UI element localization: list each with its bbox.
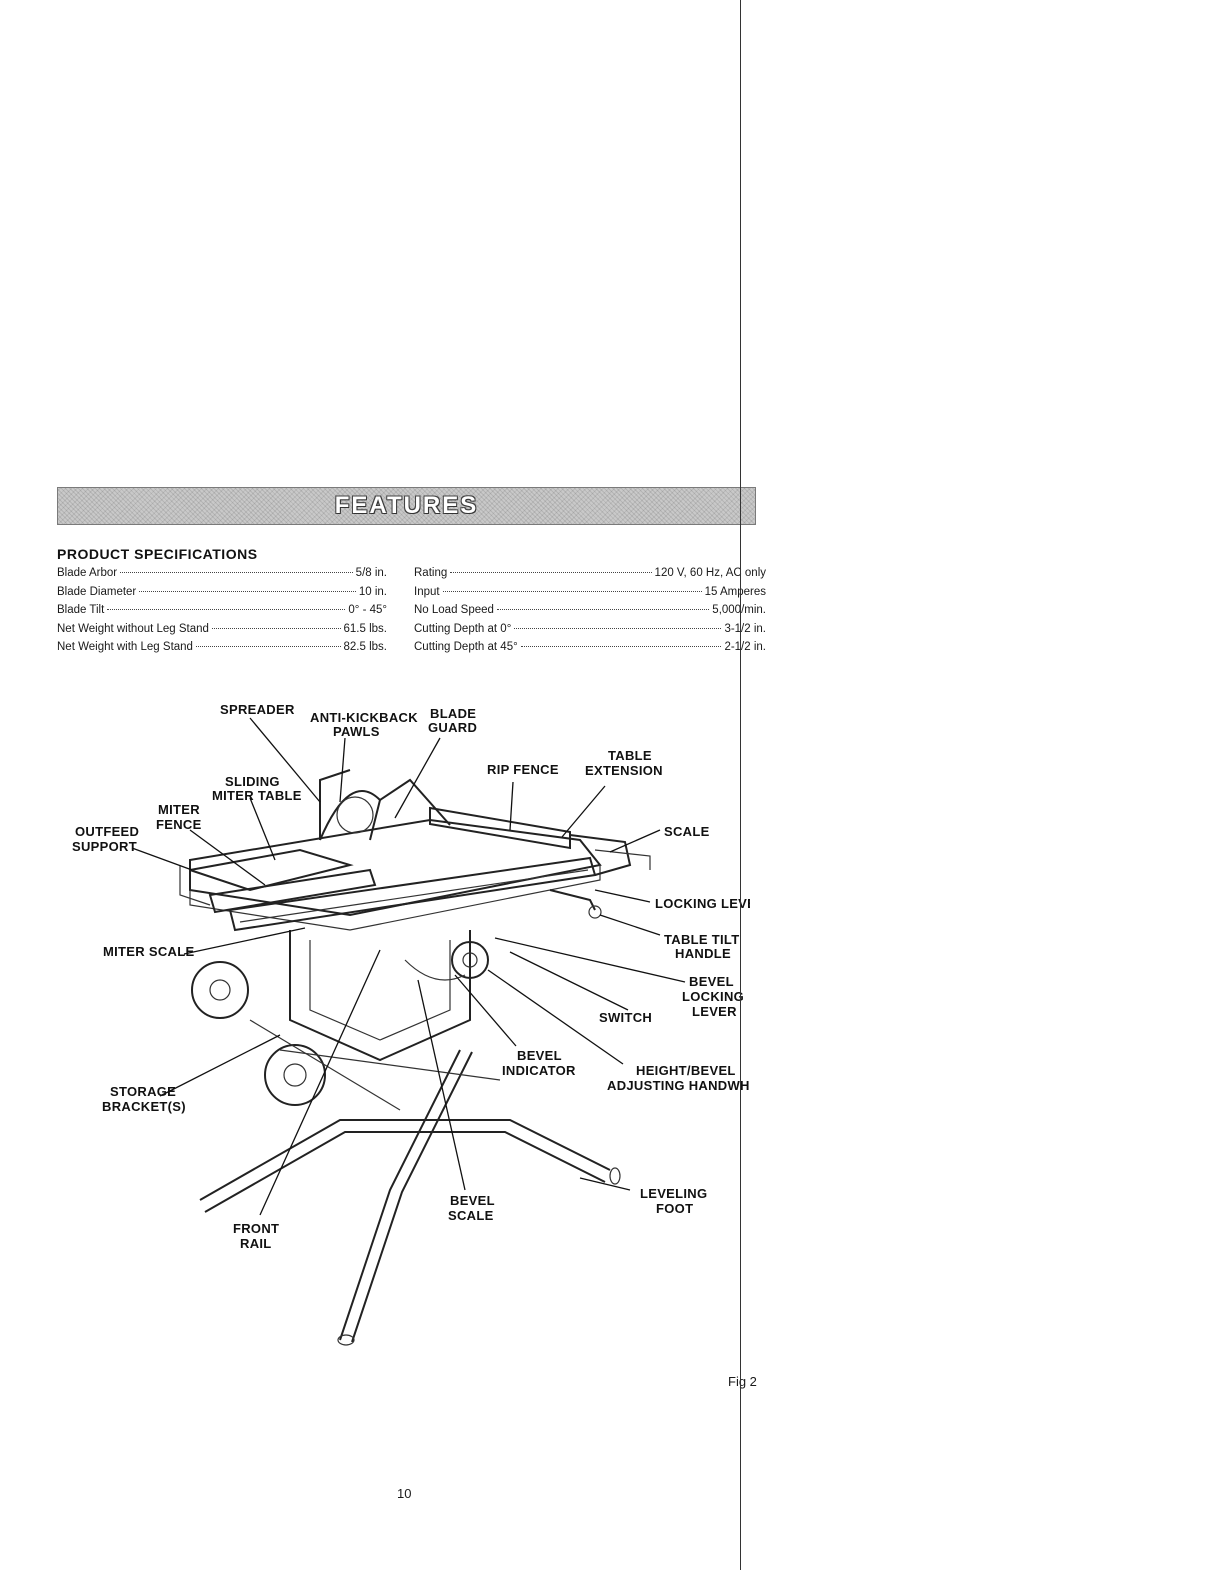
table-saw-diagram: SPREADER ANTI-KICKBACK PAWLS BLADE GUARD… [72, 702, 750, 1346]
svg-text:GUARD: GUARD [428, 720, 477, 735]
label-table-tilt-handle: TABLE TILT [664, 932, 739, 947]
label-bevel-locking-lever: BEVEL [689, 974, 734, 989]
label-bevel-scale: BEVEL [450, 1193, 495, 1208]
spec-row: Cutting Depth at 45°2-1/2 in. [414, 641, 766, 653]
label-storage-brackets: STORAGE [110, 1084, 176, 1099]
callout-labels: SPREADER ANTI-KICKBACK PAWLS BLADE GUARD… [72, 702, 750, 1251]
label-front-rail: FRONT [233, 1221, 279, 1236]
label-blade-guard: BLADE [430, 706, 476, 721]
label-sliding-miter-table: SLIDING [225, 774, 280, 789]
label-height-bevel-handwheel: HEIGHT/BEVEL [636, 1063, 736, 1078]
label-locking-lever: LOCKING LEVER [655, 896, 750, 911]
spec-row: No Load Speed5,000/min. [414, 604, 766, 623]
label-leveling-foot: LEVELING [640, 1186, 707, 1201]
svg-text:HANDLE: HANDLE [675, 946, 731, 961]
svg-text:EXTENSION: EXTENSION [585, 763, 663, 778]
svg-text:LOCKING: LOCKING [682, 989, 744, 1004]
label-miter-scale: MITER SCALE [103, 944, 194, 959]
label-bevel-indicator: BEVEL [517, 1048, 562, 1063]
label-miter-fence: MITER [158, 802, 200, 817]
svg-text:ADJUSTING HANDWHEEL: ADJUSTING HANDWHEEL [607, 1078, 750, 1093]
svg-text:SCALE: SCALE [448, 1208, 494, 1223]
label-rip-fence: RIP FENCE [487, 762, 559, 777]
page-number: 10 [397, 1486, 412, 1501]
figure-label: Fig 2 [728, 1374, 757, 1389]
callout-leaders [131, 717, 686, 1216]
specs-heading: PRODUCT SPECIFICATIONS [57, 546, 258, 562]
svg-text:BRACKET(S): BRACKET(S) [102, 1099, 186, 1114]
svg-text:LEVER: LEVER [692, 1004, 737, 1019]
spec-row: Cutting Depth at 0°3-1/2 in. [414, 622, 766, 635]
label-switch: SWITCH [599, 1010, 652, 1025]
features-banner: FEATURES [57, 487, 756, 525]
svg-text:FENCE: FENCE [156, 817, 202, 832]
svg-text:INDICATOR: INDICATOR [502, 1063, 576, 1078]
label-scale: SCALE [664, 824, 710, 839]
scan-margin-line [740, 0, 741, 1570]
svg-text:RAIL: RAIL [240, 1236, 272, 1251]
saw-drawing [179, 769, 651, 1346]
label-outfeed-support: OUTFEED [75, 824, 139, 839]
svg-text:MITER TABLE: MITER TABLE [212, 788, 302, 803]
label-spreader: SPREADER [220, 702, 295, 717]
label-anti-kickback: ANTI-KICKBACK [310, 710, 418, 725]
svg-text:PAWLS: PAWLS [333, 724, 380, 739]
svg-text:FOOT: FOOT [656, 1201, 693, 1216]
features-title: FEATURES [334, 492, 479, 519]
label-table-extension: TABLE [608, 748, 652, 763]
svg-text:SUPPORT: SUPPORT [72, 839, 137, 854]
